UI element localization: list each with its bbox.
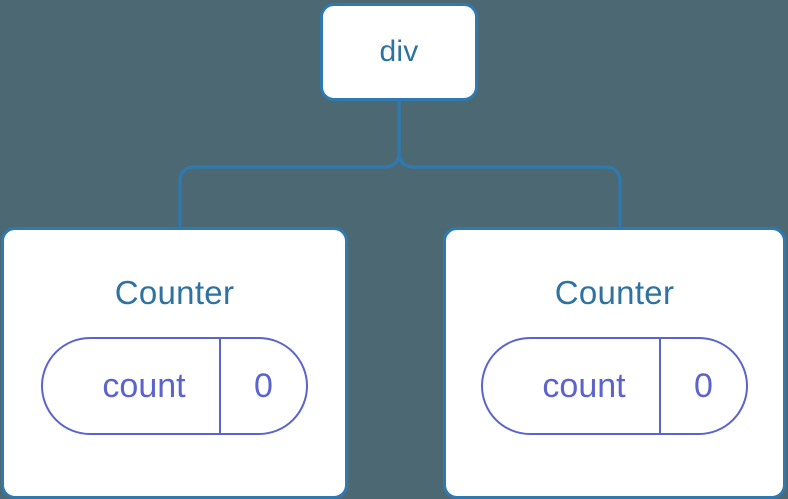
state-pill-right[interactable]: count 0 bbox=[481, 337, 748, 435]
node-counter-right[interactable]: Counter count 0 bbox=[443, 227, 786, 499]
node-div-label: div bbox=[379, 35, 419, 68]
state-key-left: count bbox=[102, 367, 186, 405]
state-value-left: 0 bbox=[219, 339, 306, 433]
state-pill-left[interactable]: count 0 bbox=[41, 337, 308, 435]
node-counter-left[interactable]: Counter count 0 bbox=[1, 227, 348, 499]
node-div[interactable]: div bbox=[320, 3, 478, 101]
state-value-right: 0 bbox=[659, 339, 746, 433]
connector-root-to-left-child bbox=[178, 99, 401, 234]
state-key-right: count bbox=[542, 367, 626, 405]
connector-root-to-right-child bbox=[397, 99, 622, 234]
node-counter-left-label: Counter bbox=[114, 274, 235, 311]
node-counter-right-label: Counter bbox=[554, 274, 675, 311]
